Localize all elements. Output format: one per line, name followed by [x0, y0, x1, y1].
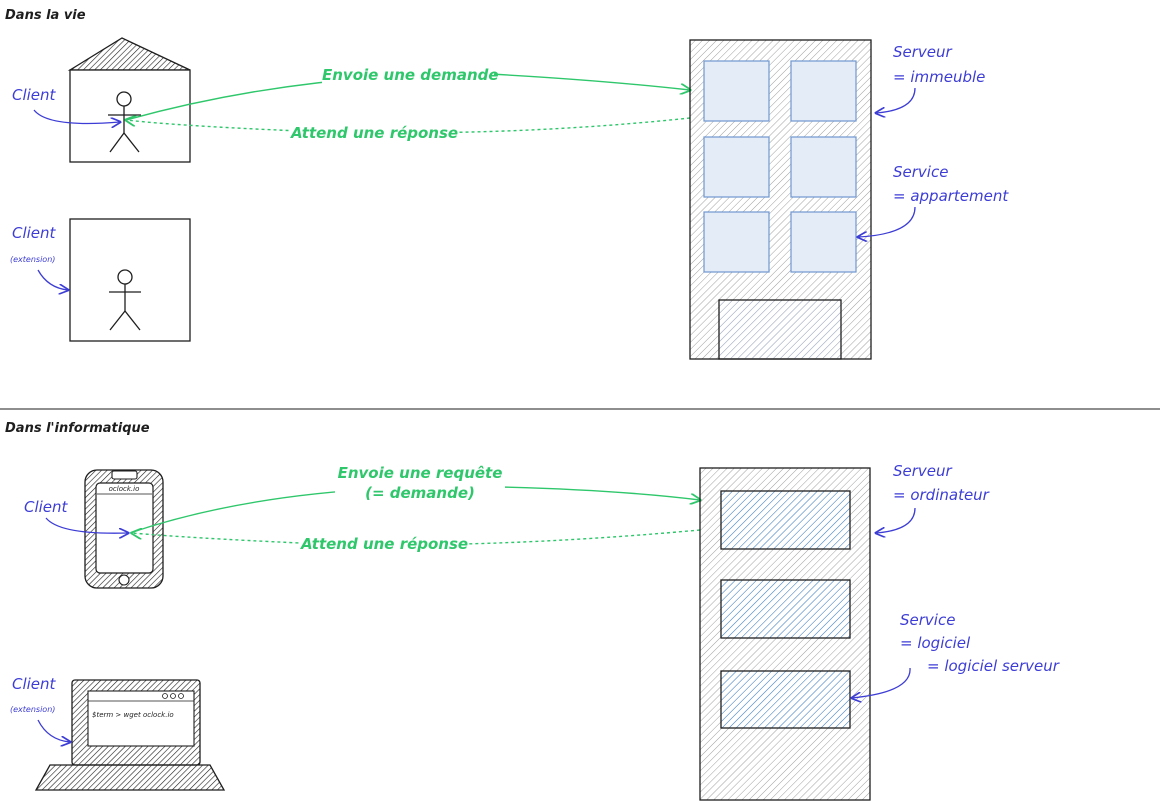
phone-screen-url: oclock.io [109, 485, 140, 493]
service-label: Service [900, 611, 955, 629]
service-pointer-arrow [852, 667, 911, 698]
service-desc-extra: = logiciel serveur [927, 657, 1060, 675]
section-title-it: Dans l'informatique [5, 421, 150, 436]
response-label: Attend une réponse [300, 535, 468, 553]
client-extension-label: Client [12, 224, 57, 242]
section-title-life: Dans la vie [5, 8, 86, 23]
server-pointer-arrow [876, 507, 916, 533]
client-extension-sub: (extension) [10, 255, 55, 264]
client-extension-pointer-arrow [37, 269, 68, 290]
request-label-sub: (= demande) [365, 484, 475, 502]
server-tower-icon [699, 467, 871, 801]
client-pointer-arrow [33, 109, 120, 124]
laptop-icon [34, 679, 226, 791]
client-extension-box [69, 218, 191, 342]
client-extension-sub: (extension) [10, 705, 55, 714]
server-pointer-arrow [876, 87, 916, 113]
server-desc: = ordinateur [893, 486, 990, 504]
service-pointer-arrow [858, 206, 916, 237]
client-label: Client [24, 498, 69, 516]
client-label: Client [12, 86, 57, 104]
building-icon [689, 39, 872, 360]
service-desc: = logiciel [900, 634, 971, 652]
server-desc: = immeuble [893, 68, 985, 86]
server-label: Serveur [893, 43, 953, 61]
service-label: Service [893, 163, 948, 181]
house-icon [67, 37, 191, 163]
client-extension-label: Client [12, 675, 57, 693]
request-label: Envoie une demande [322, 66, 499, 84]
client-extension-pointer-arrow [37, 719, 70, 742]
client-pointer-arrow [45, 517, 128, 533]
response-label: Attend une réponse [290, 124, 458, 142]
service-desc: = appartement [893, 187, 1009, 205]
request-label: Envoie une requête [338, 464, 503, 482]
person-icon [109, 269, 141, 331]
server-label: Serveur [893, 462, 953, 480]
laptop-terminal-command: $term > wget oclock.io [92, 711, 174, 719]
